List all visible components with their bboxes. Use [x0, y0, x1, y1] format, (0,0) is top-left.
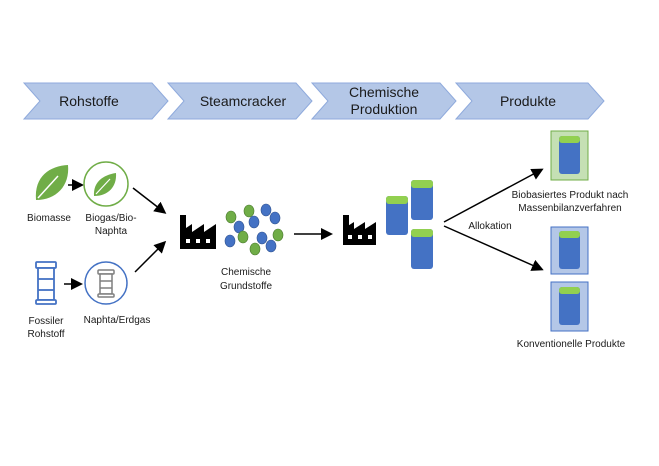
arrow-allokation-bio	[443, 168, 544, 223]
naphta-drum-circle-icon	[84, 261, 128, 305]
container-icon	[386, 196, 408, 235]
arrow-allokation-konv	[443, 225, 544, 271]
stage-label-produktion: Produktion	[351, 101, 418, 117]
stage-chevron-produkte: Produkte	[454, 82, 605, 120]
leaf-icon	[35, 165, 69, 200]
arrow-biogas-steamcracker	[132, 187, 167, 214]
stage-label-produkte: Produkte	[500, 93, 556, 109]
label-konv-prod: Konventionelle Produkte	[517, 339, 626, 350]
stage-chevron-chemische-produktion: Chemische Produktion	[310, 82, 457, 120]
label-fossiler-line1: Fossiler	[28, 316, 64, 327]
label-biogas-line1: Biogas/Bio-	[85, 213, 136, 224]
label-biogas-line2: Naphta	[95, 226, 128, 237]
oil-drum-icon	[35, 261, 57, 305]
label-chem-grund-line2: Grundstoffe	[220, 281, 273, 292]
bio-product-container-icon	[550, 130, 589, 181]
factory-icon	[180, 215, 216, 249]
label-bio-prod-line2: Massenbilanzverfahren	[518, 203, 621, 214]
stage-chevron-steamcracker: Steamcracker	[166, 82, 313, 120]
label-fossiler-line2: Rohstoff	[27, 329, 64, 340]
label-bio-prod-line1: Biobasiertes Produkt nach	[512, 190, 629, 201]
label-chem-grund-line1: Chemische	[221, 267, 271, 278]
conventional-product-container-icon	[550, 226, 589, 275]
label-allokation: Allokation	[468, 221, 511, 232]
stage-label-steamcracker: Steamcracker	[200, 93, 287, 109]
label-biomasse: Biomasse	[27, 213, 71, 224]
factory-icon	[343, 215, 376, 245]
biogas-leaf-circle-icon	[83, 161, 129, 207]
arrow-naphta-steamcracker	[134, 240, 167, 273]
container-icon	[411, 229, 433, 269]
label-naphta: Naphta/Erdgas	[84, 315, 151, 326]
conventional-product-container-icon	[550, 281, 589, 332]
stage-chevron-rohstoffe: Rohstoffe	[22, 82, 169, 120]
stage-label-rohstoffe: Rohstoffe	[59, 93, 119, 109]
container-icon	[411, 180, 433, 220]
stage-label-chemische: Chemische	[349, 84, 419, 100]
molecule-cluster-icon	[224, 203, 284, 256]
